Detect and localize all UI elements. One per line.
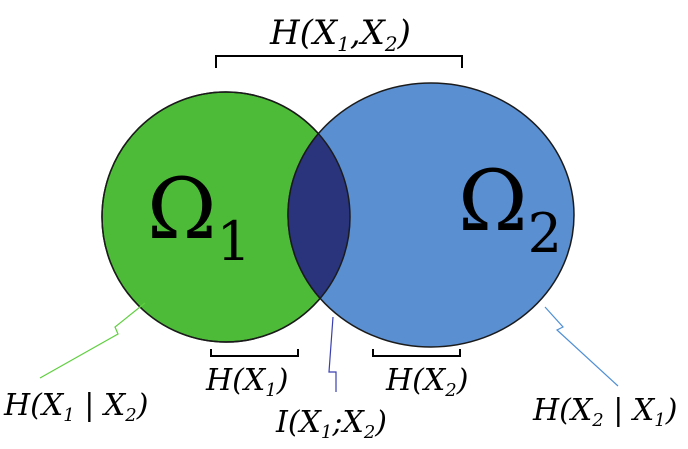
h-x2-bracket (372, 349, 461, 357)
cond-2-given-1-leader (544, 306, 619, 387)
h-x1-label: H(X1) (205, 363, 288, 401)
mutual-info-leader (328, 316, 337, 392)
intersection-region (287, 92, 350, 342)
joint-entropy-bracket (215, 55, 463, 68)
h-x2-label: H(X2) (385, 363, 468, 401)
omega2-label: Ω2 (458, 152, 562, 265)
cond-1-given-2-label: H(X1 | X2) (3, 388, 148, 426)
mutual-info-label: I(X1;X2) (275, 405, 387, 443)
cond-1-given-2-leader (39, 302, 146, 379)
omega1-label: Ω1 (147, 160, 251, 273)
omega1-outline (101, 91, 351, 343)
h-x1-bracket (210, 349, 299, 357)
cond-2-given-1-label: H(X2 | X1) (532, 393, 677, 431)
joint-entropy-label: H(X1,X2) (269, 13, 411, 56)
